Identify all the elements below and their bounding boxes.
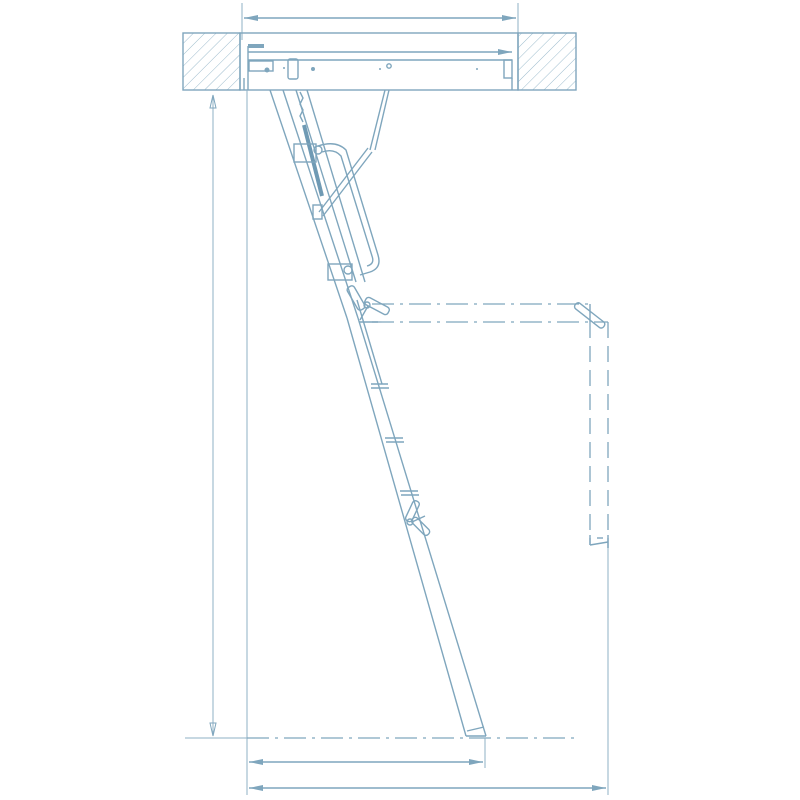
ceiling-left-block: [182, 32, 241, 91]
dimension-ladder-footprint: [249, 738, 486, 768]
ladder-frame-box: [239, 32, 519, 91]
rung: [371, 383, 389, 389]
dimension-top-opening: [241, 3, 519, 40]
ceiling-right-block: [517, 32, 577, 91]
dimension-ceiling-height: [209, 90, 248, 795]
hinge-lower: [404, 500, 431, 537]
rung: [385, 437, 404, 443]
folded-section-outline: [372, 302, 609, 795]
upper-ladder-section: [269, 89, 390, 319]
rung: [400, 490, 419, 496]
middle-ladder-section: [346, 299, 487, 737]
